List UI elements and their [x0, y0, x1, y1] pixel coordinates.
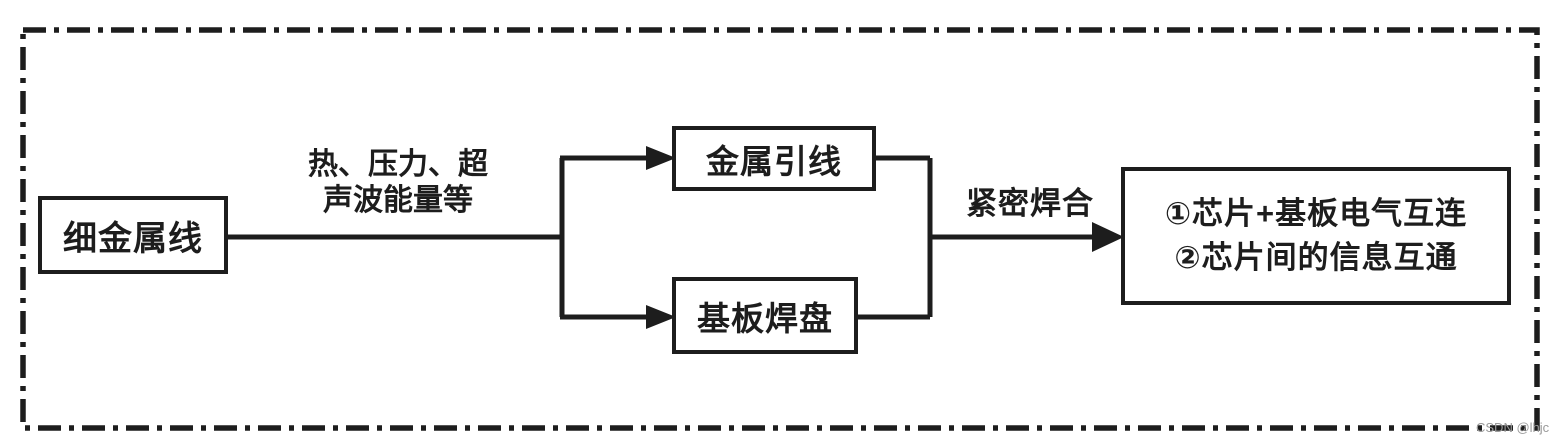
- edge-label-energy: 热、压力、超 声波能量等: [248, 147, 548, 219]
- csdn-watermark: CSDN @lhjc: [1476, 420, 1550, 435]
- edge-label-weld: 紧密焊合: [950, 185, 1110, 222]
- node-result-line2: ②芯片间的信息互通: [1174, 240, 1458, 275]
- node-result-line1: ①芯片+基板电气互连: [1164, 195, 1468, 231]
- node-metal-lead-label: 金属引线: [706, 142, 842, 180]
- arrowhead-result-icon: [1092, 222, 1124, 252]
- edge-label-energy-line1: 热、压力、超: [308, 148, 488, 181]
- edge-label-weld-text: 紧密焊合: [966, 186, 1094, 221]
- node-metal-lead: 金属引线: [672, 126, 876, 191]
- dash-dot-border: [20, 27, 1540, 431]
- node-fine-metal-wire: 细金属线: [38, 196, 228, 274]
- node-result-text: ①芯片+基板电气互连 ②芯片间的信息互通: [1165, 192, 1467, 280]
- node-substrate-pad-label: 基板焊盘: [697, 299, 833, 337]
- node-result: ①芯片+基板电气互连 ②芯片间的信息互通: [1121, 167, 1511, 305]
- node-substrate-pad: 基板焊盘: [672, 277, 858, 354]
- edge-label-energy-line2: 声波能量等: [323, 184, 473, 217]
- arrowhead-pad-icon: [646, 305, 676, 329]
- node-fine-metal-wire-label: 细金属线: [63, 219, 203, 258]
- arrowhead-lead-icon: [646, 146, 676, 170]
